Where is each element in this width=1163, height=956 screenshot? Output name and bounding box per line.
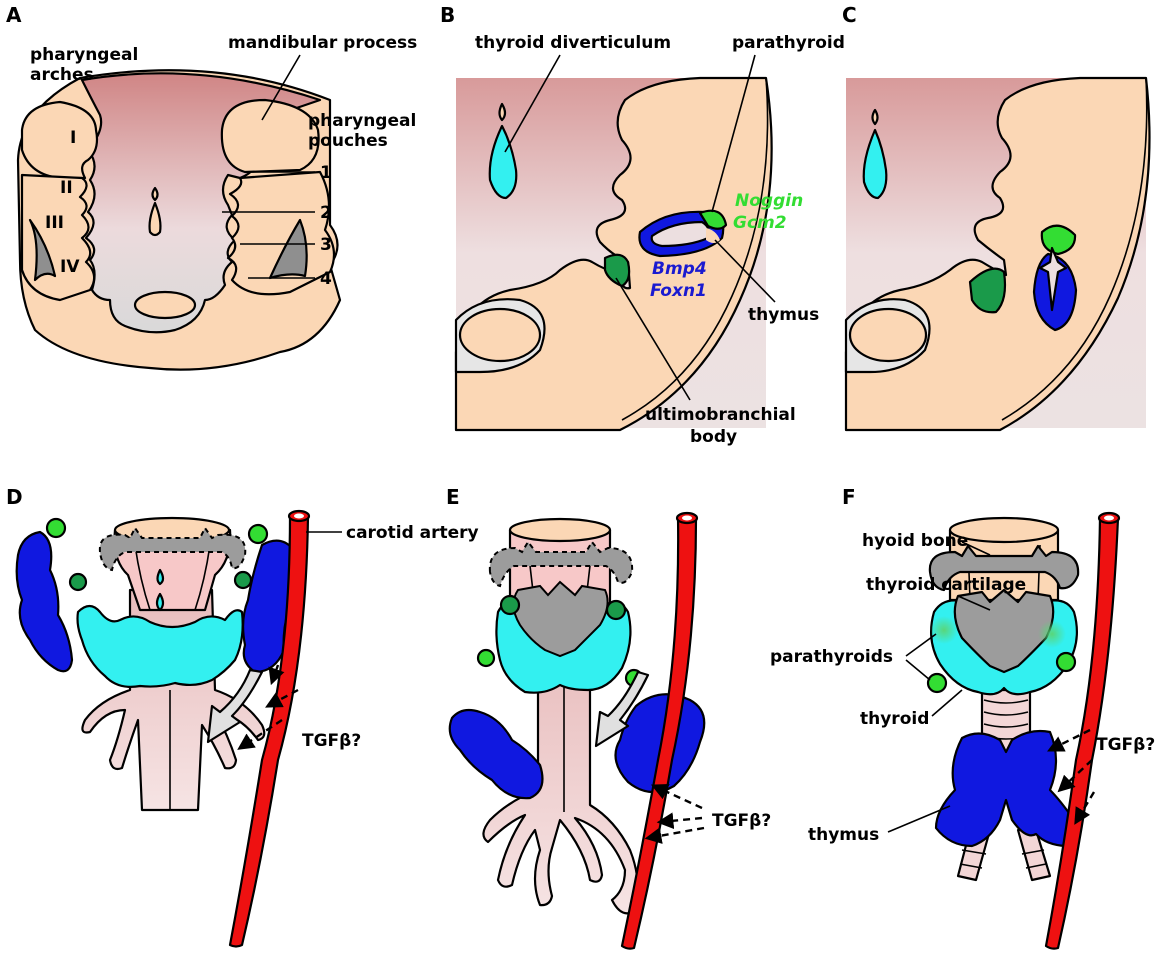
thyroid-diverticulum-a bbox=[148, 186, 162, 237]
panel-f: F hyoid bone thyroid cartilage parathy bbox=[770, 485, 1155, 950]
ultimobranchial-label-2: body bbox=[690, 427, 737, 447]
thyroid-d bbox=[76, 604, 244, 688]
thymus-label-b: thymus bbox=[748, 305, 819, 325]
ultimobranchial-body-c bbox=[968, 267, 1007, 314]
arch-i-right bbox=[220, 98, 320, 174]
thymus-lumen-c bbox=[1038, 246, 1068, 312]
arches-ii-iv-left bbox=[20, 173, 96, 302]
thymus-right-e bbox=[614, 693, 706, 794]
pouch-number-3: 3 bbox=[320, 235, 332, 255]
panel-f-letter: F bbox=[842, 485, 856, 509]
parathyroid-left-f bbox=[926, 672, 948, 694]
tgfb-label-f: TGFβ? bbox=[1096, 735, 1155, 755]
panel-a: A pharyngeal arches mandibular process p… bbox=[6, 3, 417, 371]
carotid-lumen-inner-d bbox=[294, 513, 304, 519]
carotid-artery-label: carotid artery bbox=[346, 523, 479, 543]
cleft-left bbox=[28, 218, 57, 282]
panel-b: B thyroid diverticulum parathyroid Noggi… bbox=[440, 3, 845, 447]
carotid-artery-e bbox=[620, 514, 698, 950]
arch-numeral-ii: II bbox=[60, 178, 73, 198]
migration-arrow-d bbox=[206, 668, 264, 744]
mandibular-process-label: mandibular process bbox=[228, 33, 417, 53]
floor-blob-c bbox=[848, 307, 928, 363]
thyroid-droplet-2-d bbox=[155, 592, 165, 612]
ultimobranchial-left-e bbox=[499, 594, 521, 616]
gene-noggin: Noggin bbox=[735, 191, 803, 211]
carotid-lumen-inner-f bbox=[1104, 515, 1114, 521]
ultimobranchial-right-e bbox=[605, 599, 627, 621]
panel-e-letter: E bbox=[446, 485, 460, 509]
parathyroid-left-d bbox=[45, 517, 67, 539]
thyroid-stalk-c bbox=[871, 108, 879, 126]
parathyroid-c bbox=[1040, 224, 1077, 256]
pouch-number-1: 1 bbox=[320, 163, 332, 183]
pharyngeal-pouches-label-1: pharyngeal bbox=[308, 111, 416, 131]
pharyngeal-arches-label-1: pharyngeal bbox=[30, 45, 138, 65]
parathyroid-right-f bbox=[1055, 651, 1077, 673]
thyroid-droplet-1-d bbox=[156, 568, 165, 586]
gene-gcm2: Gcm2 bbox=[733, 213, 787, 233]
panel-b-letter: B bbox=[440, 3, 455, 27]
hyoid-bone-f bbox=[928, 544, 1080, 592]
pouch-number-2: 2 bbox=[320, 203, 332, 223]
pharynx-top-e bbox=[508, 517, 612, 543]
panel-e: E TGFβ? bbox=[446, 485, 771, 950]
migration-arrow-e bbox=[594, 670, 650, 748]
parathyroids-label: parathyroids bbox=[770, 647, 893, 667]
cartilage-primordium-d bbox=[98, 526, 247, 572]
carotid-artery-f bbox=[1044, 514, 1120, 950]
arch-numeral-i: I bbox=[70, 128, 76, 148]
thymus-left-e bbox=[448, 708, 544, 800]
bronchial-tree-e bbox=[482, 638, 640, 915]
parathyroid-left-e bbox=[476, 648, 496, 668]
thymus-f bbox=[934, 729, 1078, 848]
ultimobranchial-left-d bbox=[68, 572, 88, 592]
tgfb-label-d: TGFβ? bbox=[302, 731, 361, 751]
thymus-left-d bbox=[15, 530, 74, 673]
panel-d-letter: D bbox=[6, 485, 23, 509]
panel-a-letter: A bbox=[6, 3, 22, 27]
ultimobranchial-body-b bbox=[603, 253, 631, 288]
thyroid-cartilage-e bbox=[512, 580, 609, 658]
hyoid-bone-label: hyoid bone bbox=[862, 531, 968, 551]
carotid-lumen-inner-e bbox=[682, 515, 692, 521]
cartilage-primordium-e bbox=[488, 540, 634, 588]
thyroid-label: thyroid bbox=[860, 709, 929, 729]
pharyngeal-arches-label-2: arches bbox=[30, 65, 94, 85]
arch-numeral-iv: IV bbox=[60, 257, 80, 277]
gene-bmp4: Bmp4 bbox=[652, 259, 707, 279]
pouch-number-4: 4 bbox=[320, 269, 332, 289]
gene-foxn1: Foxn1 bbox=[650, 281, 707, 301]
thymus-label-f: thymus bbox=[808, 825, 879, 845]
ultimobranchial-label-1: ultimobranchial bbox=[645, 405, 796, 425]
foregut-d bbox=[81, 588, 266, 812]
parathyroid-right-d bbox=[247, 523, 269, 545]
thyroid-diverticulum-label: thyroid diverticulum bbox=[475, 33, 671, 53]
pharyngeal-pouches-label-2: pouches bbox=[308, 131, 388, 151]
cleft-right bbox=[268, 218, 308, 280]
parathyroid-embedded-right-f bbox=[1038, 620, 1066, 648]
floor-blob bbox=[133, 290, 197, 320]
parathyroid-label: parathyroid bbox=[732, 33, 845, 53]
panel-c: C bbox=[842, 3, 1151, 432]
tgfb-label-e: TGFβ? bbox=[712, 811, 771, 831]
pharynx-top-f bbox=[948, 516, 1060, 544]
parathyroid-embedded-left-f bbox=[930, 616, 958, 644]
panel-d: D carotid artery TGFβ? bbox=[6, 485, 479, 948]
thyroid-cartilage-f bbox=[953, 588, 1055, 674]
thyroid-cartilage-label: thyroid cartilage bbox=[866, 575, 1026, 595]
junction-b bbox=[706, 228, 720, 243]
thyroid-stalk-b bbox=[498, 102, 507, 122]
thyroid-diverticulum-c bbox=[862, 128, 888, 200]
panel-c-letter: C bbox=[842, 3, 857, 27]
ultimobranchial-right-d bbox=[233, 570, 253, 590]
arch-numeral-iii: III bbox=[45, 213, 64, 233]
carotid-artery-d bbox=[228, 512, 310, 948]
floor-blob-b bbox=[458, 307, 542, 363]
